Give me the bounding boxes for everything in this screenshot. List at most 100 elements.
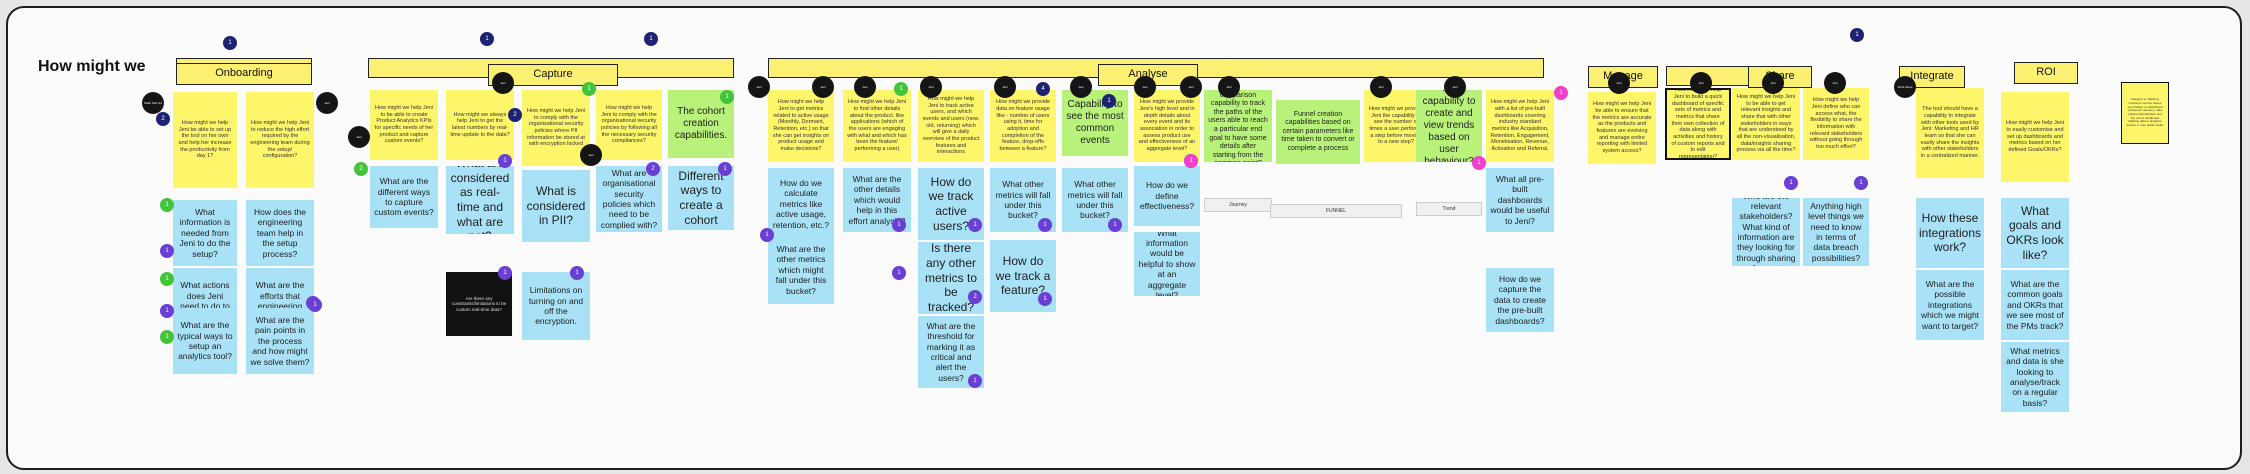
sticky-note[interactable]: How does the engineering team help in th… — [246, 200, 314, 266]
sticky-note[interactable]: How might we help Jeni to find other det… — [843, 90, 911, 162]
whiteboard-canvas[interactable]: How might we Onboarding Capture Analyse … — [6, 6, 2242, 470]
vote-dot[interactable]: 2 — [156, 112, 170, 126]
sticky-note[interactable]: How might we help Jeni be able to set up… — [173, 92, 237, 188]
label-card[interactable]: Trend — [1416, 202, 1482, 216]
sticky-note[interactable]: Are there any constraints/limitations to… — [446, 272, 512, 336]
collaborator-avatar[interactable]: Jeni — [316, 92, 338, 114]
sticky-note[interactable]: How do we capture the data to create the… — [1486, 268, 1554, 332]
vote-dot[interactable]: 1 — [1038, 218, 1052, 232]
vote-dot[interactable]: 1 — [718, 162, 732, 176]
vote-dot[interactable]: 1 — [160, 330, 174, 344]
collaborator-avatar[interactable]: Jeni — [1218, 76, 1240, 98]
sticky-note[interactable]: What are the other metrics which might f… — [768, 236, 834, 304]
sticky-note[interactable]: What is considered in PII? — [522, 170, 590, 242]
sticky-note[interactable]: Limitations on turning on and off the en… — [522, 272, 590, 340]
vote-dot[interactable]: 1 — [968, 218, 982, 232]
sticky-note-selected[interactable]: How might we help Jeni to build a quick … — [1665, 88, 1731, 160]
sticky-note[interactable]: Anything high level things we need to kn… — [1803, 198, 1869, 266]
sticky-note[interactable]: How might we help Jeni to get metrics re… — [768, 90, 834, 162]
sticky-note[interactable]: What are the threshold for marking it as… — [918, 316, 984, 388]
collaborator-avatar[interactable]: Malik Nair D4 — [142, 92, 164, 114]
vote-dot[interactable]: 1 — [1472, 156, 1486, 170]
section-header-roi[interactable]: ROI — [2014, 62, 2078, 84]
vote-dot[interactable]: 2 — [968, 290, 982, 304]
vote-dot[interactable]: 1 — [644, 32, 658, 46]
sticky-note[interactable]: The path comparison capability to track … — [1204, 90, 1272, 162]
vote-dot[interactable]: 1 — [1554, 86, 1568, 100]
collaborator-avatar[interactable]: Jeni — [1824, 72, 1846, 94]
collaborator-avatar[interactable]: Jeni — [748, 76, 770, 98]
sticky-note[interactable]: How do we calculate metrics like active … — [768, 168, 834, 240]
collaborator-avatar[interactable]: Jeni — [812, 76, 834, 98]
sticky-note[interactable]: What all pre-built dashboards would be u… — [1486, 168, 1554, 232]
vote-dot[interactable]: 1 — [1854, 176, 1868, 190]
sticky-note[interactable]: Is there any other metrics to be tracked… — [918, 242, 984, 314]
collaborator-avatar[interactable]: Jeni — [1690, 72, 1712, 94]
sticky-note[interactable]: How might we provide Jeni's high level a… — [1134, 90, 1200, 162]
collaborator-avatar[interactable]: Jeni — [1608, 72, 1630, 94]
sticky-note[interactable]: How do we define effectiveness? — [1134, 166, 1200, 226]
vote-dot[interactable]: 2 — [646, 162, 660, 176]
vote-dot[interactable]: 1 — [760, 228, 774, 242]
sticky-note[interactable]: What are the possible integrations which… — [1916, 270, 1984, 340]
collaborator-avatar[interactable]: Jeni — [1134, 76, 1156, 98]
collaborator-avatar[interactable]: Jeni — [1370, 76, 1392, 98]
collaborator-avatar[interactable]: Jeni — [348, 126, 370, 148]
collaborator-avatar[interactable]: Jeni — [920, 76, 942, 98]
collaborator-avatar[interactable]: Jeni — [854, 76, 876, 98]
sticky-note[interactable]: Different ways to create a cohort — [668, 166, 734, 230]
vote-dot[interactable]: 1 — [308, 298, 322, 312]
sticky-note[interactable]: What metrics and data is she looking to … — [2001, 342, 2069, 412]
sticky-note[interactable]: How might we provide data on feature usa… — [990, 90, 1056, 162]
vote-dot[interactable]: 1 — [1850, 28, 1864, 42]
collaborator-avatar[interactable]: Jeni — [1762, 72, 1784, 94]
sticky-note[interactable]: What are organisational security policie… — [596, 166, 662, 232]
vote-dot[interactable]: 1 — [160, 198, 174, 212]
vote-dot[interactable]: 4 — [1036, 82, 1050, 96]
sticky-note[interactable]: What information is needed from Jeni to … — [173, 200, 237, 266]
sticky-note[interactable]: What other metrics will fall under this … — [1062, 168, 1128, 232]
sticky-note[interactable]: How might we help Jeni be able to ensure… — [1588, 92, 1656, 164]
sticky-note[interactable]: What are the different ways to capture c… — [370, 166, 438, 228]
vote-dot[interactable]: 1 — [720, 90, 734, 104]
vote-dot[interactable]: 1 — [892, 266, 906, 280]
vote-dot[interactable]: 1 — [1184, 154, 1198, 168]
vote-dot[interactable]: 1 — [582, 82, 596, 96]
vote-dot[interactable]: 2 — [354, 162, 368, 176]
vote-dot[interactable]: 1 — [1108, 218, 1122, 232]
sticky-note[interactable]: What are the typical ways to setup an an… — [173, 308, 237, 374]
collaborator-avatar[interactable]: Jeni — [580, 144, 602, 166]
vote-dot[interactable]: 1 — [160, 244, 174, 258]
sticky-note[interactable]: How might we help Jeni to easily customi… — [2001, 92, 2069, 182]
sticky-note[interactable]: Capability to see the most common events — [1062, 90, 1128, 156]
section-header-onboarding[interactable]: Onboarding — [176, 63, 312, 85]
sticky-note[interactable]: How these integrations work? — [1916, 198, 1984, 268]
vote-dot[interactable]: 1 — [570, 266, 584, 280]
sticky-note[interactable]: How might we help Jeni to reduce the hig… — [246, 92, 314, 188]
sticky-note[interactable]: How might we help Jeni to be able to cre… — [370, 90, 438, 160]
label-card[interactable]: FUNNEL — [1270, 204, 1402, 218]
sticky-note[interactable]: What goals and OKRs look like? — [2001, 198, 2069, 268]
vote-dot[interactable]: 1 — [968, 374, 982, 388]
section-header-capture[interactable]: Capture — [488, 64, 618, 86]
sticky-note[interactable]: How might we help Jeni to comply with th… — [522, 90, 590, 166]
sticky-note[interactable]: The capability to create and view trends… — [1416, 90, 1482, 162]
sticky-note[interactable]: How might we help Jeni to comply with th… — [596, 90, 662, 160]
collaborator-avatar[interactable]: Jeni — [1180, 76, 1202, 98]
vote-dot[interactable]: 1 — [160, 272, 174, 286]
sticky-note[interactable]: What information would be helpful to sho… — [1134, 232, 1200, 296]
collaborator-avatar[interactable]: Jeni — [1444, 76, 1466, 98]
sticky-note[interactable]: Who are the relevant stakeholders? What … — [1732, 198, 1800, 266]
sticky-note[interactable]: How might we help Jeni to be able to get… — [1732, 88, 1800, 160]
sticky-note[interactable]: How might we help Jeni define who can ac… — [1803, 88, 1869, 160]
sticky-note[interactable]: What are considered as real-time and wha… — [446, 166, 514, 234]
collaborator-avatar[interactable]: Jeni — [1070, 76, 1092, 98]
vote-dot[interactable]: 2 — [508, 108, 522, 122]
sticky-note[interactable]: How do we track a feature? — [990, 240, 1056, 312]
sticky-note[interactable]: What are the pain points in the process … — [246, 308, 314, 374]
vote-dot[interactable]: 1 — [892, 218, 906, 232]
collaborator-avatar[interactable]: Jeni — [994, 76, 1016, 98]
vote-dot[interactable]: 1 — [498, 266, 512, 280]
sticky-note[interactable]: How might we help Jeni to track active u… — [918, 90, 984, 162]
collaborator-avatar[interactable]: Jeni — [492, 72, 514, 94]
